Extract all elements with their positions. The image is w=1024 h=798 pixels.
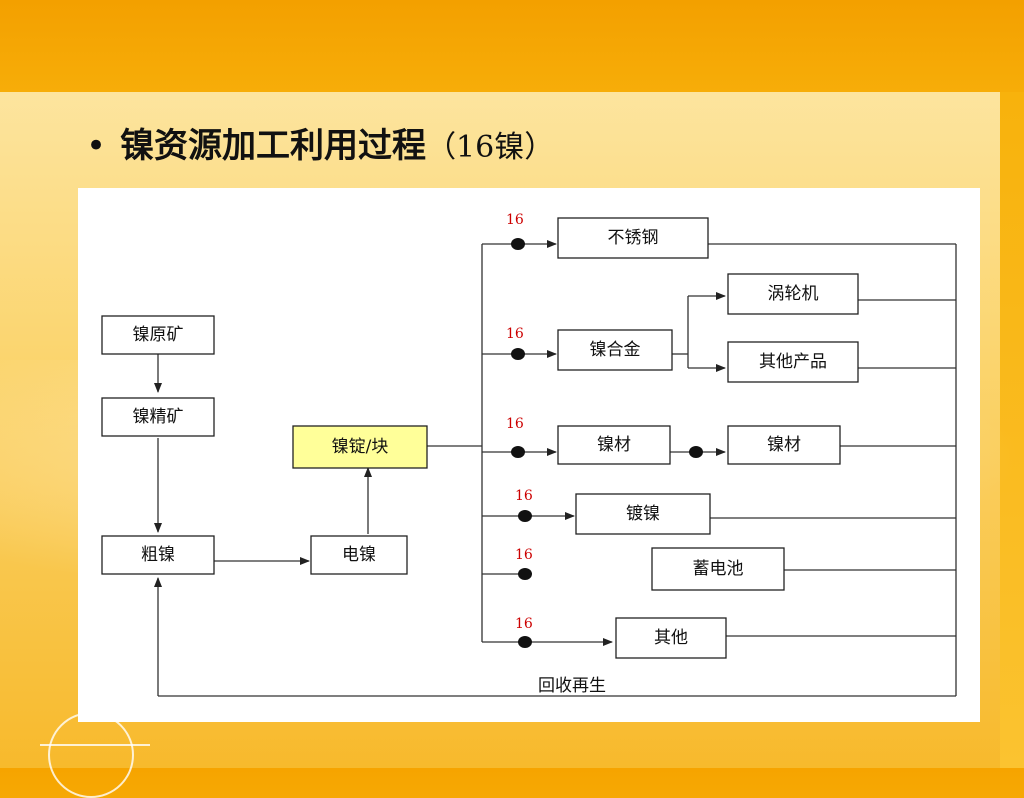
flow-label: 16 [506,326,524,342]
flow-label: 16 [515,488,533,504]
box-other [615,617,727,659]
label-nickel-material-2: 镍材 [767,435,801,455]
label-stainless-steel: 不锈钢 [608,228,659,248]
flow-diagram: 16 16 16 16 16 16 镍原矿 镍精矿 [78,188,980,722]
flow-label: 16 [506,416,524,432]
flow-dot [518,568,532,580]
flow-dot [689,446,703,458]
flow-dot [511,348,525,360]
flow-label: 16 [515,616,533,632]
box-other-products [727,341,859,383]
decorative-circle [48,712,134,798]
label-nickel-alloy: 镍合金 [590,340,641,360]
label-other: 其他 [654,628,688,648]
box-nickel-material-1 [557,425,671,465]
label-nickel-plating: 镀镍 [626,504,660,524]
label-recycle: 回收再生 [538,676,606,696]
label-other-products: 其他产品 [759,352,827,372]
flow-dot [511,238,525,250]
label-turbine: 涡轮机 [768,284,819,304]
box-electrolytic-nickel [310,535,408,575]
box-nickel-plating [575,493,711,535]
flow-dot [518,636,532,648]
decorative-line [40,744,150,746]
label-nickel-concentrate: 镍精矿 [133,407,184,427]
box-crude-nickel [101,535,215,575]
label-nickel-ingot: 镍锭/块 [332,437,389,457]
box-nickel-material-2 [727,425,841,465]
bullet-icon: • [86,126,107,166]
box-nickel-concentrate [101,397,215,437]
title-paren: （16镍） [426,130,555,165]
flow-dot [511,446,525,458]
label-battery: 蓄电池 [693,559,744,579]
flow-dots [511,238,703,648]
label-crude-nickel: 粗镍 [141,545,175,565]
label-electrolytic-nickel: 电镍 [342,545,376,565]
flow-label: 16 [515,547,533,563]
label-nickel-ore: 镍原矿 [133,325,184,345]
title-main: 镍资源加工利用过程 [120,126,427,166]
box-stainless-steel [557,217,709,259]
box-nickel-ingot [292,425,428,469]
flow-dot [518,510,532,522]
slide-title: • 镍资源加工利用过程（16镍） [86,118,554,167]
label-nickel-material-1: 镍材 [597,435,631,455]
box-turbine [727,273,859,315]
flow-label: 16 [506,212,524,228]
flow-diagram-svg: 16 16 16 16 16 16 镍原矿 镍精矿 [101,212,957,697]
header-band [0,0,1024,92]
box-nickel-alloy [557,329,673,371]
box-battery [651,547,785,591]
box-nickel-ore [101,315,215,355]
